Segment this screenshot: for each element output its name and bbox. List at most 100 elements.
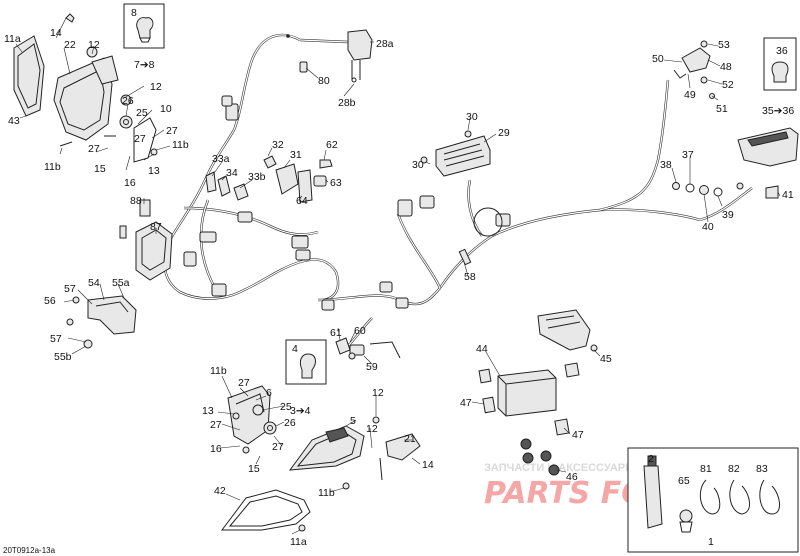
connectors-59-61 (335, 337, 401, 360)
regulator-45 (537, 309, 598, 352)
sensor-48-53 (673, 40, 715, 99)
connector (291, 235, 309, 249)
connector (495, 213, 511, 227)
callout-27: 27 (134, 133, 146, 145)
callout-52: 52 (722, 79, 734, 91)
callout-12: 12 (372, 387, 384, 399)
callout-51: 51 (716, 103, 728, 115)
callout-11b: 11b (318, 487, 335, 499)
callout-55a: 55a (112, 277, 130, 289)
relay-block-87 (119, 199, 173, 281)
callout-21: 21 (404, 433, 416, 445)
callout-27: 27 (272, 441, 284, 453)
callout-34: 34 (226, 167, 238, 179)
callout-43: 43 (8, 115, 20, 127)
callout-13: 13 (202, 405, 214, 417)
bezel-42 (221, 489, 311, 532)
callout-26: 26 (284, 417, 296, 429)
callout-39: 39 (722, 209, 734, 221)
fuse (119, 225, 127, 239)
callout-6: 6 (266, 387, 272, 399)
callout-57: 57 (64, 283, 76, 295)
callout-13: 13 (148, 165, 160, 177)
callout-33a: 33a (212, 153, 230, 165)
callout-47: 47 (572, 429, 584, 441)
callout-64: 64 (296, 195, 308, 207)
connector (321, 299, 335, 311)
callout-30: 30 (466, 111, 478, 123)
callout-15: 15 (94, 163, 106, 175)
callout-59: 59 (366, 361, 378, 373)
callout-16: 16 (210, 443, 222, 455)
module-29 (420, 130, 491, 266)
callout-27: 27 (166, 125, 178, 137)
harness-connectors (183, 34, 511, 356)
callout-30: 30 (412, 159, 424, 171)
connector (397, 199, 413, 217)
diagram-code: 20T0912a-13a (3, 546, 56, 555)
callout-55b: 55b (54, 351, 72, 363)
callout-88: 88 (130, 195, 142, 207)
callout-83: 83 (756, 463, 768, 475)
battery-44 (478, 362, 580, 476)
callout-28a: 28a (376, 38, 394, 50)
callout-1: 1 (708, 536, 714, 548)
callout-12: 12 (150, 81, 162, 93)
callout-26: 26 (122, 95, 134, 107)
callout-65: 65 (678, 475, 690, 487)
callout-80: 80 (318, 75, 330, 87)
bulb-box-8 (123, 3, 165, 49)
callout-54: 54 (88, 277, 100, 289)
switch-28 (347, 29, 373, 83)
callout-87: 87 (150, 221, 162, 233)
callout-11b: 11b (210, 365, 227, 377)
callout-56: 56 (44, 295, 56, 307)
callout-61: 61 (330, 327, 342, 339)
bulb-box-4 (285, 339, 327, 385)
callout-37: 37 (682, 149, 694, 161)
connector (183, 251, 197, 267)
callout-11a: 11a (290, 536, 307, 548)
callout-10: 10 (160, 103, 172, 115)
callout-12: 12 (366, 423, 378, 435)
callout-14: 14 (422, 459, 434, 471)
connector (295, 249, 311, 261)
callout-50: 50 (652, 53, 664, 65)
callout-49: 49 (684, 89, 696, 101)
callout-47: 47 (460, 397, 472, 409)
callout-35-to-36: 35➔36 (762, 105, 794, 117)
callout-28b: 28b (338, 97, 356, 109)
callout-48: 48 (720, 61, 732, 73)
callout-11b: 11b (44, 161, 61, 173)
callout-7-to-8: 7➔8 (134, 59, 155, 71)
callout-58: 58 (464, 271, 476, 283)
callout-42: 42 (214, 485, 226, 497)
headlamp-lower (227, 385, 421, 490)
callout-27: 27 (238, 377, 250, 389)
callout-45: 45 (600, 353, 612, 365)
connector (299, 61, 308, 73)
callout-46: 46 (566, 471, 578, 483)
callout-25: 25 (136, 107, 148, 119)
callout-41: 41 (782, 189, 794, 201)
leader-lines (15, 17, 781, 535)
callout-15: 15 (248, 463, 260, 475)
main-harness (163, 33, 753, 354)
callout-25: 25 (280, 401, 292, 413)
callout-62: 62 (326, 139, 338, 151)
callout-4: 4 (292, 343, 298, 355)
callout-27: 27 (88, 143, 100, 155)
callout-57: 57 (50, 333, 62, 345)
sensors-31-34 (205, 155, 333, 203)
callout-32: 32 (272, 139, 284, 151)
callout-31: 31 (290, 149, 302, 161)
callout-81: 81 (700, 463, 712, 475)
callout-2: 2 (648, 453, 654, 465)
accessory-box-1 (627, 447, 799, 553)
callout-5: 5 (350, 415, 356, 427)
headlamp-left-upper (13, 13, 158, 163)
callout-11a: 11a (4, 33, 21, 45)
relay (139, 199, 151, 217)
callout-82: 82 (728, 463, 740, 475)
